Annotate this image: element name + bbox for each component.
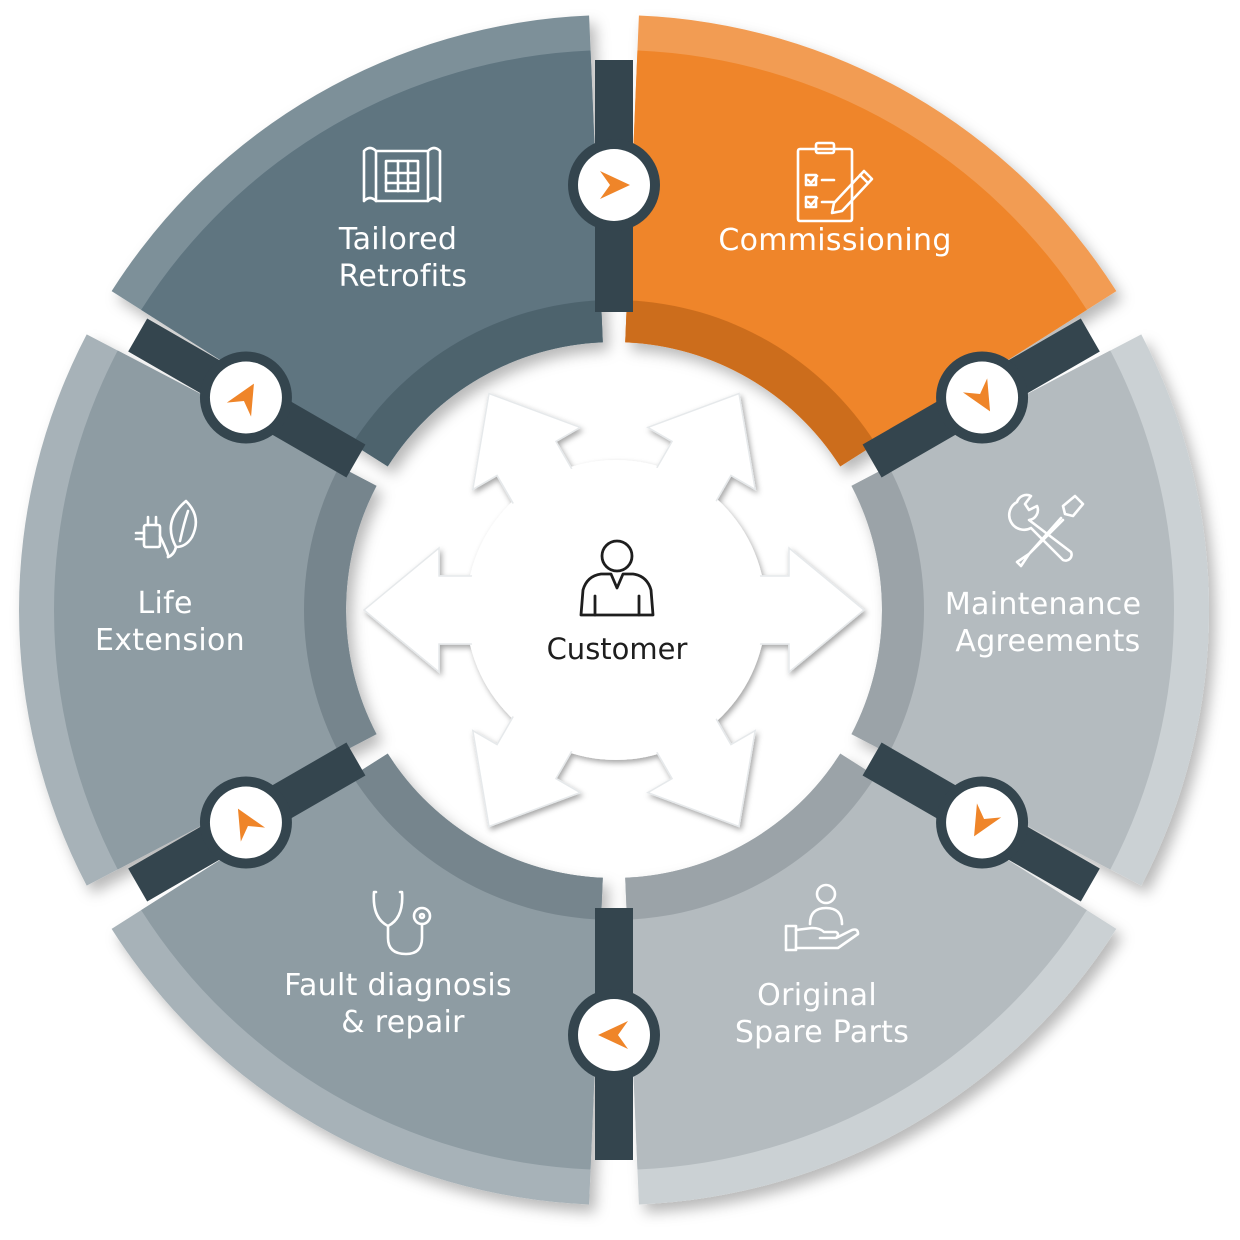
connector-1 bbox=[862, 318, 1100, 478]
segment-body bbox=[53, 350, 377, 870]
segment-label-maintenance: Maintenance Agreements bbox=[945, 587, 1151, 659]
blueprint-icon bbox=[362, 146, 442, 203]
segment-inner-band bbox=[625, 753, 876, 920]
hand-person-icon bbox=[784, 883, 860, 952]
chevron-right-icon bbox=[226, 383, 254, 417]
connector-3 bbox=[568, 908, 660, 1160]
leaf-plug-icon bbox=[134, 499, 198, 559]
segment-maintenance[interactable] bbox=[851, 334, 1209, 886]
segment-inner-band bbox=[352, 300, 603, 467]
segment-inner-band bbox=[851, 466, 924, 754]
segment-connectors bbox=[128, 60, 1100, 1160]
segment-inner-band bbox=[304, 466, 377, 754]
segment-label-commissioning: Commissioning bbox=[718, 223, 951, 258]
segment-inner-band bbox=[625, 300, 876, 467]
chevron-right-icon bbox=[237, 808, 266, 842]
arrow-badge bbox=[936, 776, 1029, 869]
connector-5 bbox=[128, 318, 366, 478]
arrow-badge bbox=[199, 776, 292, 869]
center-arrow-star bbox=[362, 392, 866, 828]
connector-2 bbox=[862, 742, 1100, 902]
arrow-badge bbox=[568, 139, 660, 231]
segment-label-life-extension: Life Extension bbox=[95, 586, 245, 658]
chevron-right-icon bbox=[974, 803, 1002, 837]
connector-4 bbox=[128, 742, 366, 902]
chevron-right-icon bbox=[600, 171, 630, 199]
center-disk-cover bbox=[468, 462, 764, 758]
segment-label-fault-diagnosis: Fault diagnosis & repair bbox=[284, 968, 522, 1040]
center-label: Customer bbox=[547, 632, 688, 666]
chevron-right-icon bbox=[598, 1021, 628, 1049]
arrow-badge bbox=[568, 989, 660, 1081]
person-icon bbox=[579, 539, 655, 617]
connector-0 bbox=[568, 60, 660, 312]
chevron-right-icon bbox=[962, 378, 991, 412]
segment-body bbox=[851, 350, 1175, 870]
arrow-badge bbox=[936, 351, 1029, 444]
segment-label-spare-parts: Original Spare Parts bbox=[735, 978, 909, 1050]
wrench-screwdriver-icon bbox=[1007, 493, 1085, 568]
segment-inner-band bbox=[352, 753, 603, 920]
segment-life-extension[interactable] bbox=[19, 334, 377, 886]
segment-label-tailored-retrofits: Tailored Retrofits bbox=[338, 222, 467, 294]
stethoscope-icon bbox=[372, 890, 432, 956]
arrow-badge bbox=[199, 351, 292, 444]
clipboard-checklist-icon bbox=[796, 141, 874, 223]
